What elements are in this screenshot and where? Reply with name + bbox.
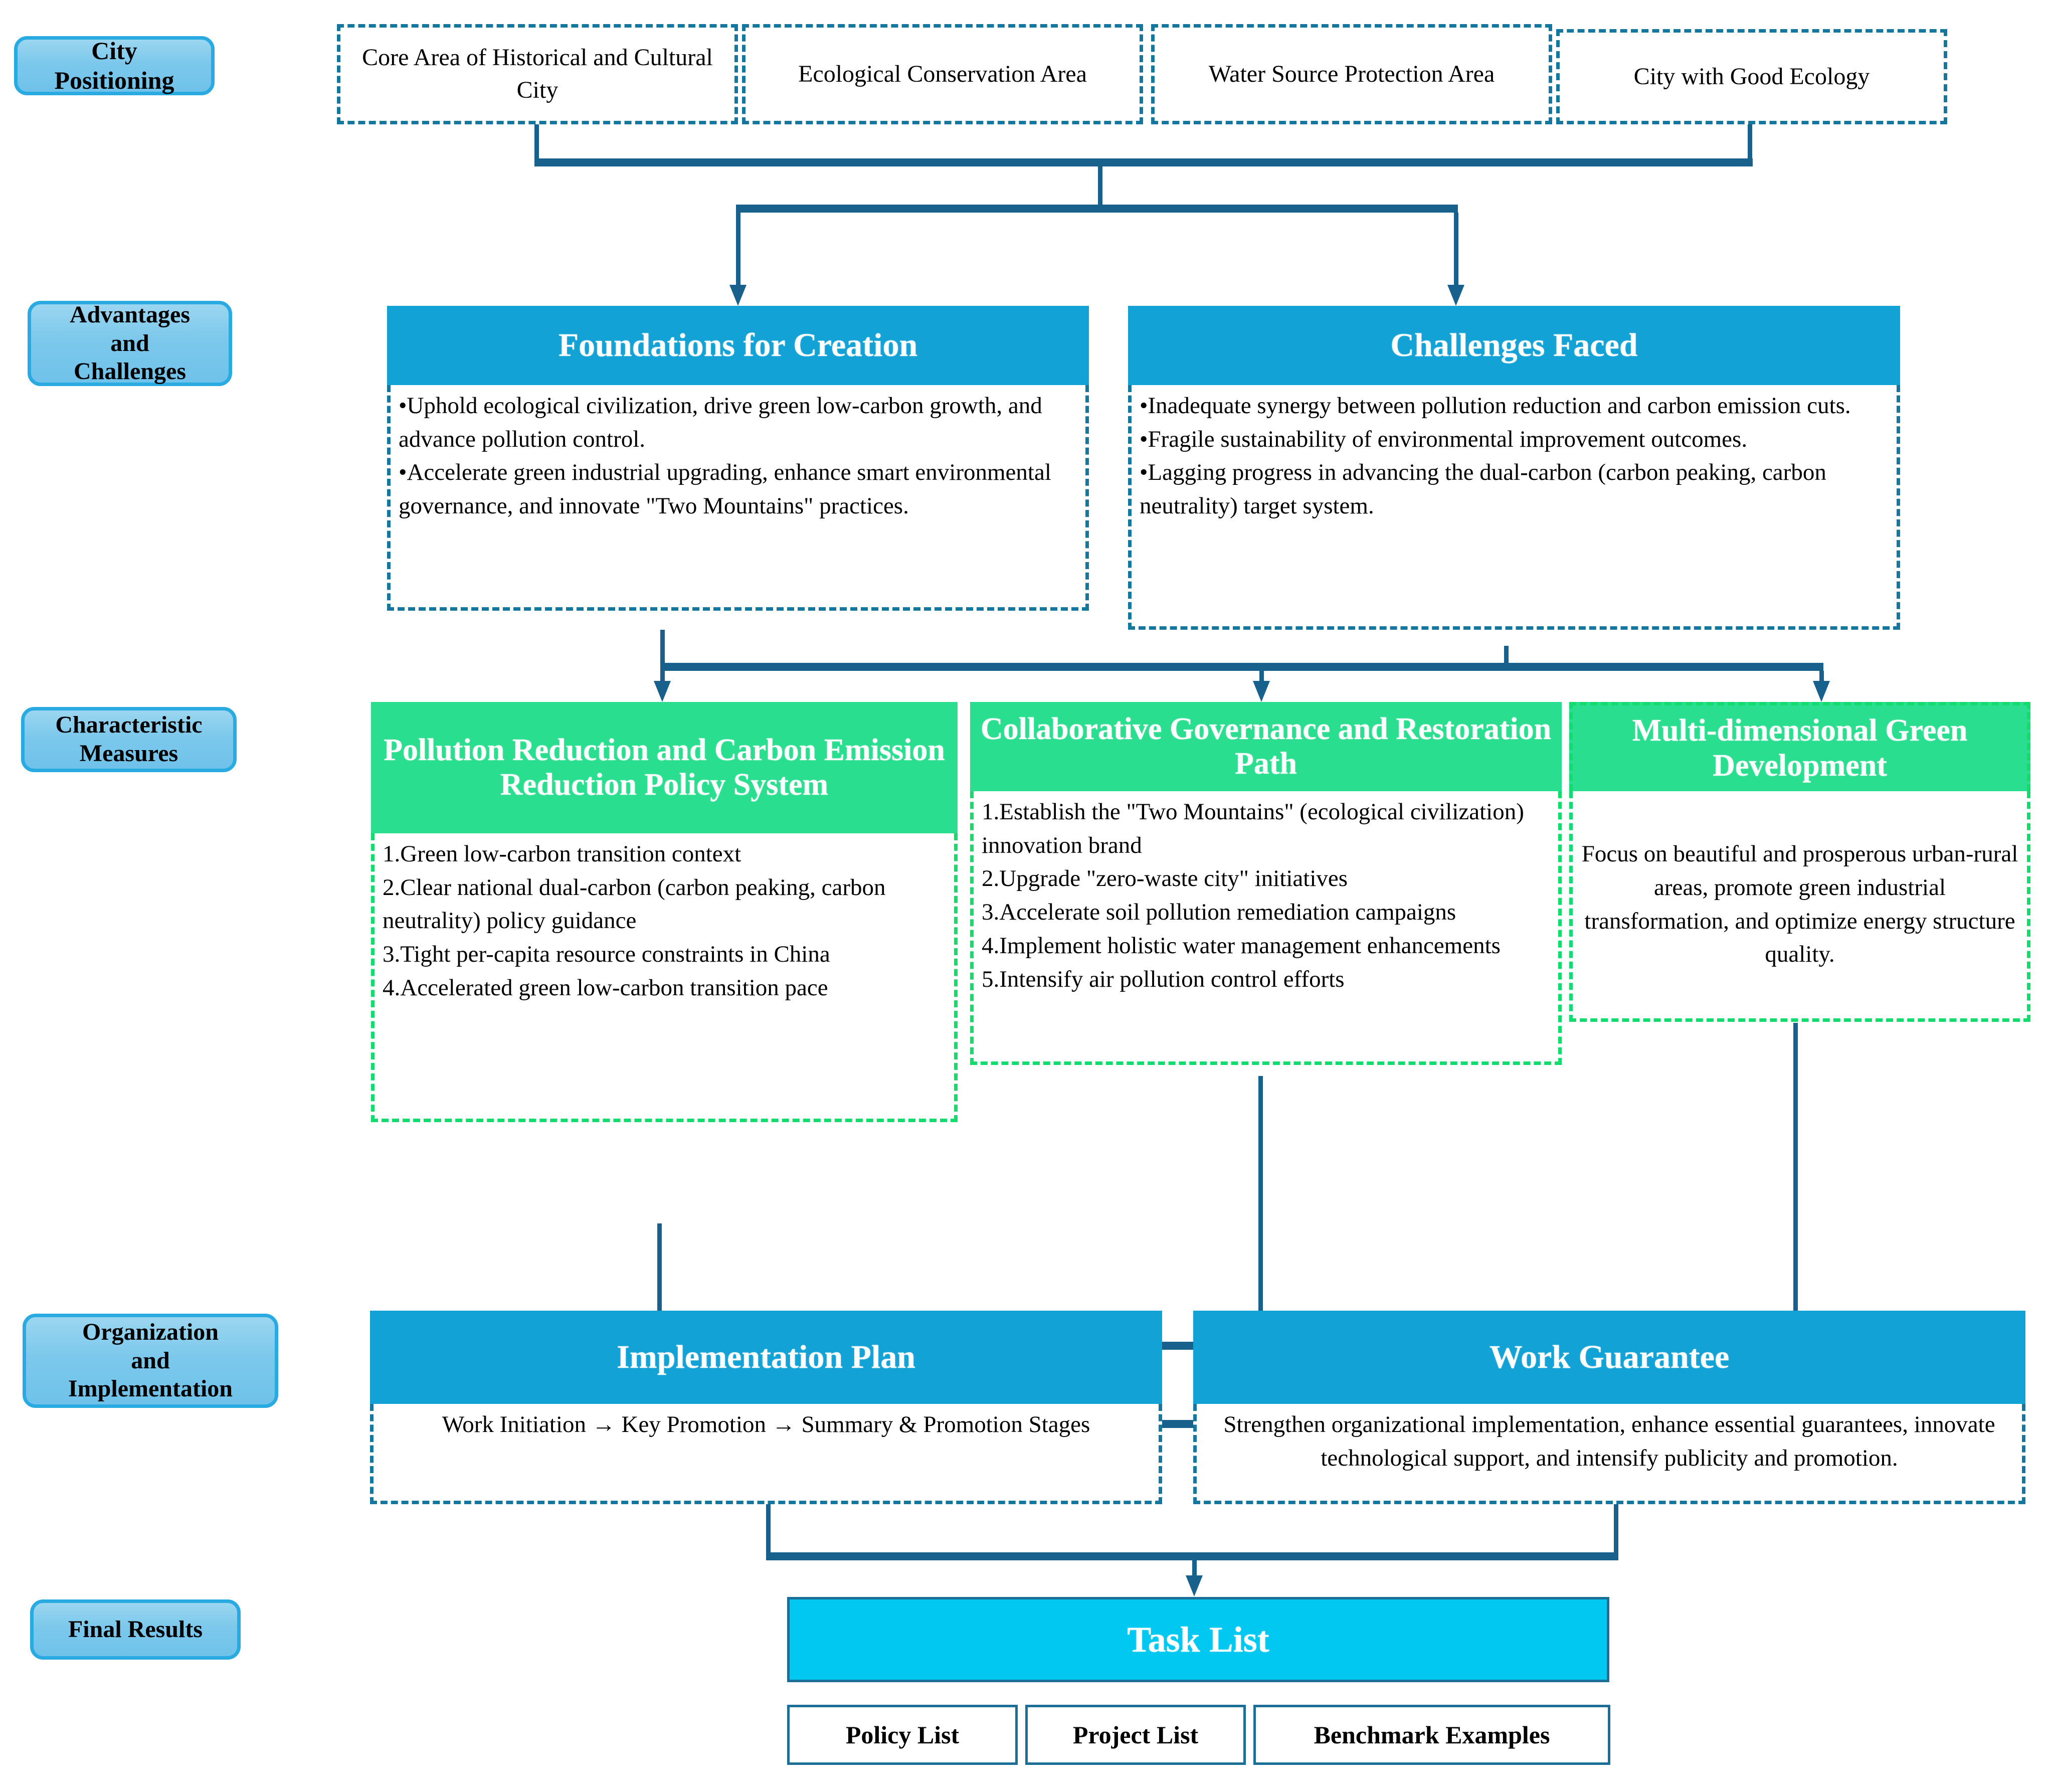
city-positioning-core-area: Core Area of Historical and Cultural Cit… [337,24,738,124]
arrowhead-to-pollution-policy [654,681,671,702]
challenges-bullet-2: •Fragile sustainability of environmental… [1140,426,1748,452]
connector-good-ecology-down [1748,124,1752,162]
card-body-multidimensional: Focus on beautiful and prosperous urban-… [1569,791,2030,1022]
connector-core-area-down [534,124,539,162]
challenges-bullet-1: •Inadequate synergy between pollution re… [1140,393,1851,419]
arrowhead-to-multidimensional [1813,681,1830,702]
arrowhead-to-collaborative [1253,681,1270,702]
card-body-implementation-plan: Work Initiation → Key Promotion → Summar… [370,1404,1162,1504]
card-body-challenges: •Inadequate synergy between pollution re… [1128,385,1900,630]
card-multidimensional-green-development: Multi-dimensional Green Development Focu… [1569,702,2030,1022]
sub-list-project-list[interactable]: Project List [1025,1705,1246,1765]
connector-foundations-down [660,630,665,667]
connector-to-foundations [736,213,740,288]
arrowhead-to-tasklist [1186,1575,1203,1596]
collaborative-item-4: 4.Implement holistic water management en… [982,932,1501,959]
connector-collaborative-down [1258,1076,1263,1427]
card-title-collaborative: Collaborative Governance and Restoration… [970,702,1562,791]
multidimensional-text: Focus on beautiful and prosperous urban-… [1581,841,2018,968]
implementation-plan-text: Work Initiation → Key Promotion → Summar… [442,1411,1090,1438]
card-implementation-plan: Implementation Plan Work Initiation → Ke… [370,1311,1162,1504]
card-body-foundations: •Uphold ecological civilization, drive g… [387,385,1089,611]
city-positioning-ecological-conservation: Ecological Conservation Area [742,24,1143,124]
connector-challenges-down [1504,646,1509,667]
card-body-work-guarantee: Strengthen organizational implementation… [1193,1404,2025,1504]
arrowhead-to-challenges [1447,285,1464,306]
card-title-challenges: Challenges Faced [1128,306,1900,385]
connector-pollution-down [657,1223,662,1349]
challenges-bullet-3: •Lagging progress in advancing the dual-… [1140,459,1826,519]
card-title-pollution-policy: Pollution Reduction and Carbon Emission … [371,702,958,833]
foundations-bullet-2: •Accelerate green industrial upgrading, … [399,459,1051,519]
row-label-final-results: Final Results [30,1599,241,1660]
pollution-item-1: 1.Green low-carbon transition context [383,841,741,867]
pollution-item-4: 4.Accelerated green low-carbon transitio… [383,974,828,1001]
card-body-pollution-policy: 1.Green low-carbon transition context 2.… [371,833,958,1122]
connector-bus-top [534,158,1753,166]
card-challenges-faced: Challenges Faced •Inadequate synergy bet… [1128,306,1900,630]
connector-to-collaborative [1259,671,1264,686]
card-body-collaborative: 1.Establish the "Two Mountains" (ecologi… [970,791,1562,1065]
arrowhead-to-foundations [729,285,747,306]
card-title-work-guarantee: Work Guarantee [1193,1311,2025,1404]
connector-implementation-down [766,1504,771,1559]
connector-guarantee-down [1614,1504,1618,1554]
work-guarantee-text: Strengthen organizational implementation… [1223,1411,1995,1471]
sub-list-policy-list[interactable]: Policy List [787,1705,1018,1765]
card-pollution-reduction-policy: Pollution Reduction and Carbon Emission … [371,702,958,1122]
connector-bus-measures [660,663,1823,671]
sub-list-benchmark-examples[interactable]: Benchmark Examples [1253,1705,1610,1765]
collaborative-item-3: 3.Accelerate soil pollution remediation … [982,899,1456,926]
connector-bus-second [736,205,1458,213]
connector-to-challenges [1454,213,1458,288]
connector-to-pollution-policy [660,671,665,686]
connector-to-tasklist [1192,1552,1197,1581]
card-title-multidimensional: Multi-dimensional Green Development [1569,702,2030,791]
collaborative-item-1: 1.Establish the "Two Mountains" (ecologi… [982,799,1524,858]
card-collaborative-governance: Collaborative Governance and Restoration… [970,702,1562,1065]
city-positioning-water-source-protection: Water Source Protection Area [1151,24,1552,124]
foundations-bullet-1: •Uphold ecological civilization, drive g… [399,393,1042,452]
card-title-foundations: Foundations for Creation [387,306,1089,385]
card-work-guarantee: Work Guarantee Strengthen organizational… [1193,1311,2025,1504]
card-title-implementation-plan: Implementation Plan [370,1311,1162,1404]
city-positioning-city-good-ecology: City with Good Ecology [1556,29,1947,124]
task-list-box[interactable]: Task List [787,1597,1609,1682]
connector-bus-top-drop [1098,158,1102,209]
connector-to-multidimensional [1819,671,1824,686]
pollution-item-2: 2.Clear national dual-carbon (carbon pea… [383,874,886,934]
card-foundations-for-creation: Foundations for Creation •Uphold ecologi… [387,306,1089,611]
connector-multidim-down [1793,1023,1798,1349]
pollution-item-3: 3.Tight per-capita resource constraints … [383,941,830,968]
collaborative-item-5: 5.Intensify air pollution control effort… [982,966,1345,992]
collaborative-item-2: 2.Upgrade "zero-waste city" initiatives [982,865,1348,892]
